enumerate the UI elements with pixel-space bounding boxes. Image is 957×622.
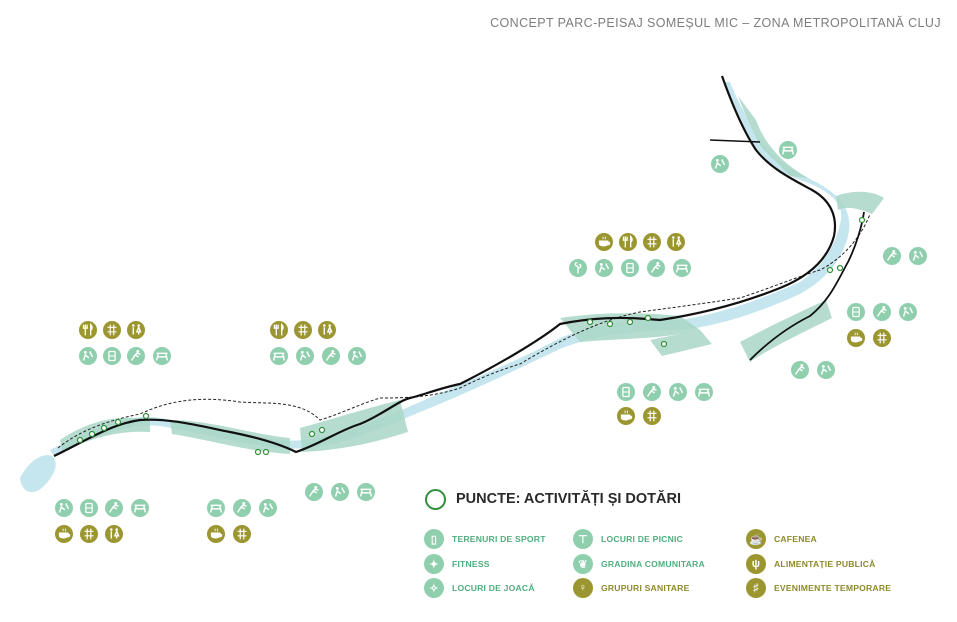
legend-item-toilets: ♀GRUPURI SANITARE <box>573 578 690 598</box>
icon-cluster-center-top <box>569 233 691 277</box>
main-route <box>53 75 837 457</box>
picnic-icon: ⊤ <box>573 529 593 549</box>
icon-cluster-west-bottom <box>55 499 149 543</box>
playground-icon: ✧ <box>424 578 444 598</box>
icon-cluster-east <box>711 141 927 379</box>
fitness-icon: ✦ <box>424 554 444 574</box>
coffee-icon: ☕ <box>746 529 766 549</box>
legend-item-events: ♯EVENIMENTE TEMPORARE <box>746 578 891 598</box>
branch-route-2 <box>709 139 761 143</box>
legend-item-sport: ▯TERENURI DE SPORT <box>424 529 546 549</box>
dashed-route <box>57 213 871 449</box>
toilet-icon: ♀ <box>573 578 593 598</box>
icon-cluster-center-bottom <box>617 383 713 425</box>
legend-item-garden: ❦GRADINA COMUNITARA <box>573 554 705 574</box>
food-icon: ψ <box>746 554 766 574</box>
sport-field-icon: ▯ <box>424 529 444 549</box>
legend-item-playground: ✧LOCURI DE JOACĂ <box>424 578 535 598</box>
lake <box>20 455 56 493</box>
branch-route <box>749 211 865 361</box>
legend-item-picnic: ⊤LOCURI DE PICNIC <box>573 529 683 549</box>
legend-item-fitness: ✦FITNESS <box>424 554 490 574</box>
legend-heading: PUNCTE: ACTIVITĂȚI ȘI DOTĂRI <box>456 491 682 507</box>
icon-cluster-center-west-bottom <box>207 483 375 543</box>
river-water <box>50 82 850 456</box>
garden-icon: ❦ <box>573 554 593 574</box>
point-markers <box>76 216 866 456</box>
icon-cluster-west-top <box>79 321 171 365</box>
legend-ring-icon <box>425 489 446 510</box>
map-title: CONCEPT PARC-PEISAJ SOMEȘUL MIC – ZONA M… <box>490 16 941 30</box>
event-icon: ♯ <box>746 578 766 598</box>
icon-cluster-center-west-top <box>270 321 366 365</box>
legend-item-cafe: ☕CAFENEA <box>746 529 817 549</box>
